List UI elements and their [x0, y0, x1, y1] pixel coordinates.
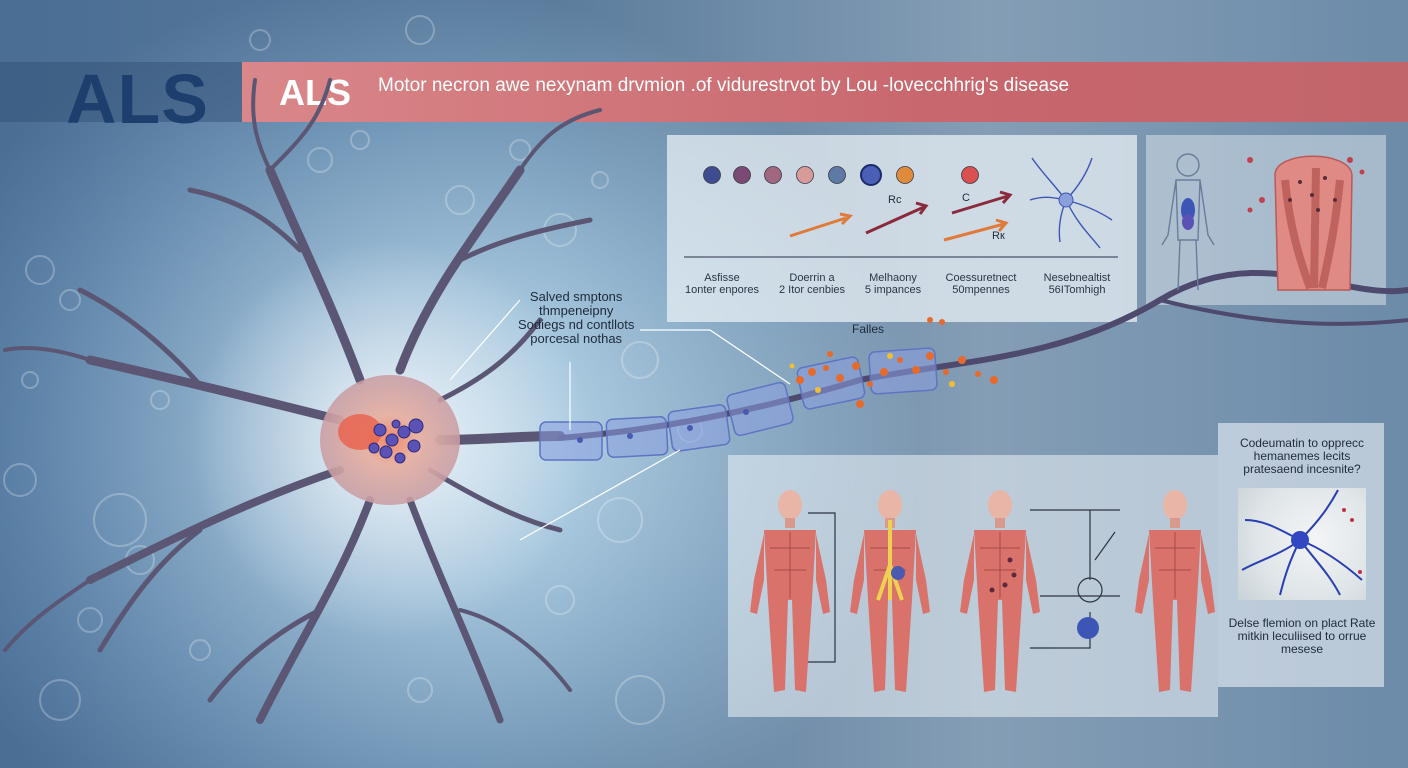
treatment-note: Delse flemion on plact Rate mitkin lecul…	[1228, 616, 1376, 656]
stage-column-1-line-2: 1onter enpores	[685, 283, 759, 296]
symptom-line-2: thmpeneipny	[538, 303, 614, 319]
stage-dot-8	[961, 166, 979, 184]
stage-column-2: Doerrin a 2 Itor cenbies	[767, 272, 857, 297]
title-small: ALS	[279, 72, 351, 113]
stage-dot-2	[733, 166, 751, 184]
arrow-label-1: Rc	[888, 194, 902, 206]
stage-column-2-line-1: Doerrin a	[789, 272, 835, 284]
title-band-right	[242, 62, 1408, 122]
treatment-question: Codeumatin to opprecc hemanemes lecits p…	[1239, 436, 1365, 476]
body-figure-2	[850, 490, 930, 692]
body-figure-4	[1135, 490, 1215, 692]
body-figure-3	[960, 490, 1040, 692]
stage-dot-7	[896, 166, 914, 184]
disease-stage-dots	[703, 164, 979, 186]
title-band	[0, 62, 1408, 122]
stage-column-2-line-2: 2 Itor cenbies	[778, 283, 846, 296]
symptom-line-3: Sodiegs nd contllots	[518, 317, 635, 333]
symptom-note: Salved smptons thmpeneipny Sodiegs nd co…	[518, 289, 635, 347]
stage-column-4: Coessuretnect 50mpennes	[936, 272, 1026, 297]
stage-column-5: Nesebnealtist 56ITomhigh	[1032, 272, 1122, 297]
body-figure-1	[750, 490, 830, 692]
stage-column-4-line-1: Coessuretnect	[945, 272, 1017, 284]
stage-column-3: Melhaony 5 impances	[848, 272, 938, 297]
arrow-label-2: C	[962, 192, 970, 204]
stage-dot-4	[796, 166, 814, 184]
axon-label: Falles	[852, 322, 885, 336]
stage-column-3-line-1: Melhaony	[869, 272, 917, 284]
title-band-left	[0, 62, 242, 122]
symptom-line-1: Salved smptons	[529, 289, 623, 304]
stage-column-3-line-2: 5 impances	[864, 283, 922, 296]
progression-panel	[667, 135, 1137, 322]
stage-column-1-line-1: Asfisse	[704, 272, 740, 284]
stage-dot-3	[764, 166, 782, 184]
stage-dot-5	[828, 166, 846, 184]
arrow-label-3: Rк	[992, 230, 1005, 242]
title-subtitle: Motor necron awe nexynam drvmion .of vid…	[378, 75, 1070, 96]
stage-column-5-line-2: 56ITomhigh	[1048, 283, 1106, 296]
stage-dot-6	[860, 164, 882, 186]
stage-column-5-line-1: Nesebnealtist	[1043, 272, 1111, 284]
stage-dot-1	[703, 166, 721, 184]
stage-column-4-line-2: 50mpennes	[952, 283, 1010, 296]
stage-column-1: Asfisse 1onter enpores	[677, 272, 767, 297]
symptom-line-4: porcesal nothas	[530, 331, 623, 347]
title-big: ALS	[66, 60, 209, 138]
